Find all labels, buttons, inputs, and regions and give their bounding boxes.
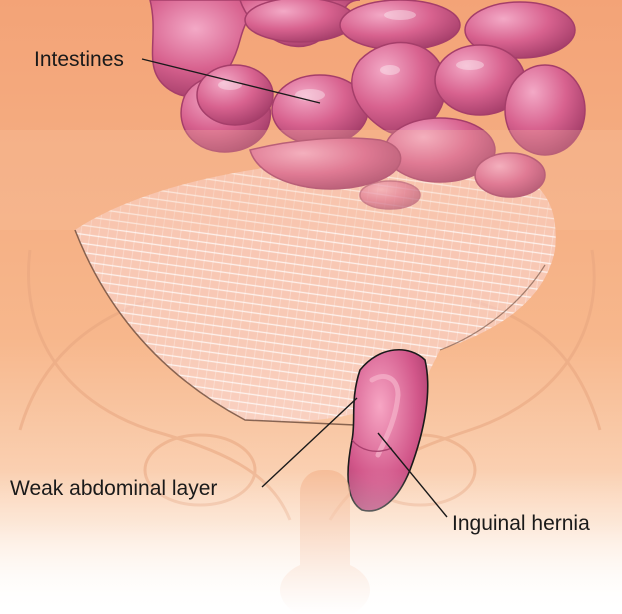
label-intestines: Intestines [34,48,124,71]
label-inguinal-hernia: Inguinal hernia [452,512,590,535]
skin-overlay [0,130,622,230]
label-weak-abdominal-layer: Weak abdominal layer [10,477,217,500]
